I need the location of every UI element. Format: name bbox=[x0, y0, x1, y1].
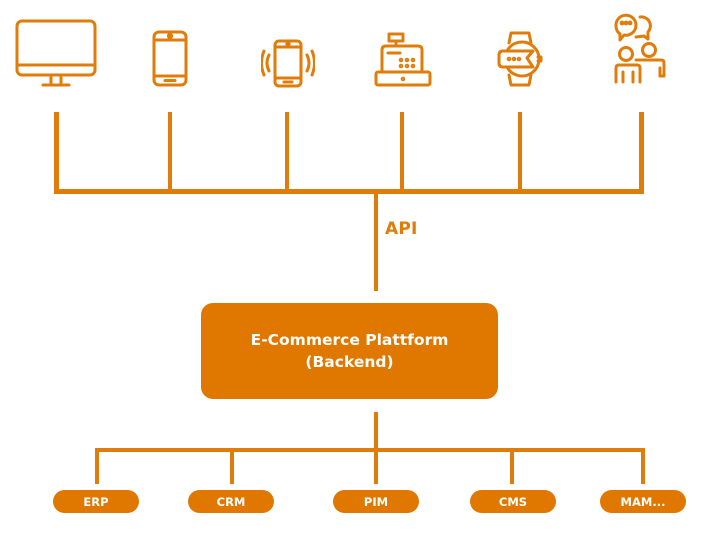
connector-people-chat bbox=[639, 112, 644, 194]
backend-platform-box: E-Commerce Plattform (Backend) bbox=[201, 303, 498, 399]
connector-mam bbox=[641, 448, 645, 484]
backend-subtitle: (Backend) bbox=[305, 353, 394, 371]
connector-crm bbox=[230, 448, 234, 484]
connector-smartwatch bbox=[518, 112, 522, 194]
system-pim: PIM bbox=[333, 490, 419, 513]
system-cms: CMS bbox=[470, 490, 556, 513]
system-crm: CRM bbox=[188, 490, 274, 513]
channels-bus-line bbox=[54, 189, 644, 194]
connector-cash-register bbox=[400, 112, 404, 194]
smartphone-icon bbox=[152, 30, 188, 87]
connector-desktop bbox=[54, 112, 59, 194]
connector-cms bbox=[510, 448, 514, 484]
system-erp: ERP bbox=[53, 490, 139, 513]
people-chat-icon bbox=[612, 12, 668, 87]
vibrating-phone-icon bbox=[261, 39, 315, 89]
api-stem-line bbox=[374, 194, 378, 291]
desktop-monitor-icon bbox=[15, 19, 97, 87]
connector-vibrating-phone bbox=[285, 112, 289, 194]
systems-bus-line bbox=[95, 448, 645, 452]
connector-pim bbox=[374, 448, 378, 484]
system-mam: MAM... bbox=[600, 490, 686, 513]
smartwatch-icon bbox=[497, 31, 545, 87]
api-label: API bbox=[385, 219, 418, 239]
connector-erp bbox=[95, 448, 99, 484]
backend-title: E-Commerce Plattform bbox=[250, 331, 449, 349]
cash-register-icon bbox=[374, 32, 432, 88]
connector-smartphone bbox=[168, 112, 172, 194]
systems-stem-line bbox=[374, 412, 378, 450]
